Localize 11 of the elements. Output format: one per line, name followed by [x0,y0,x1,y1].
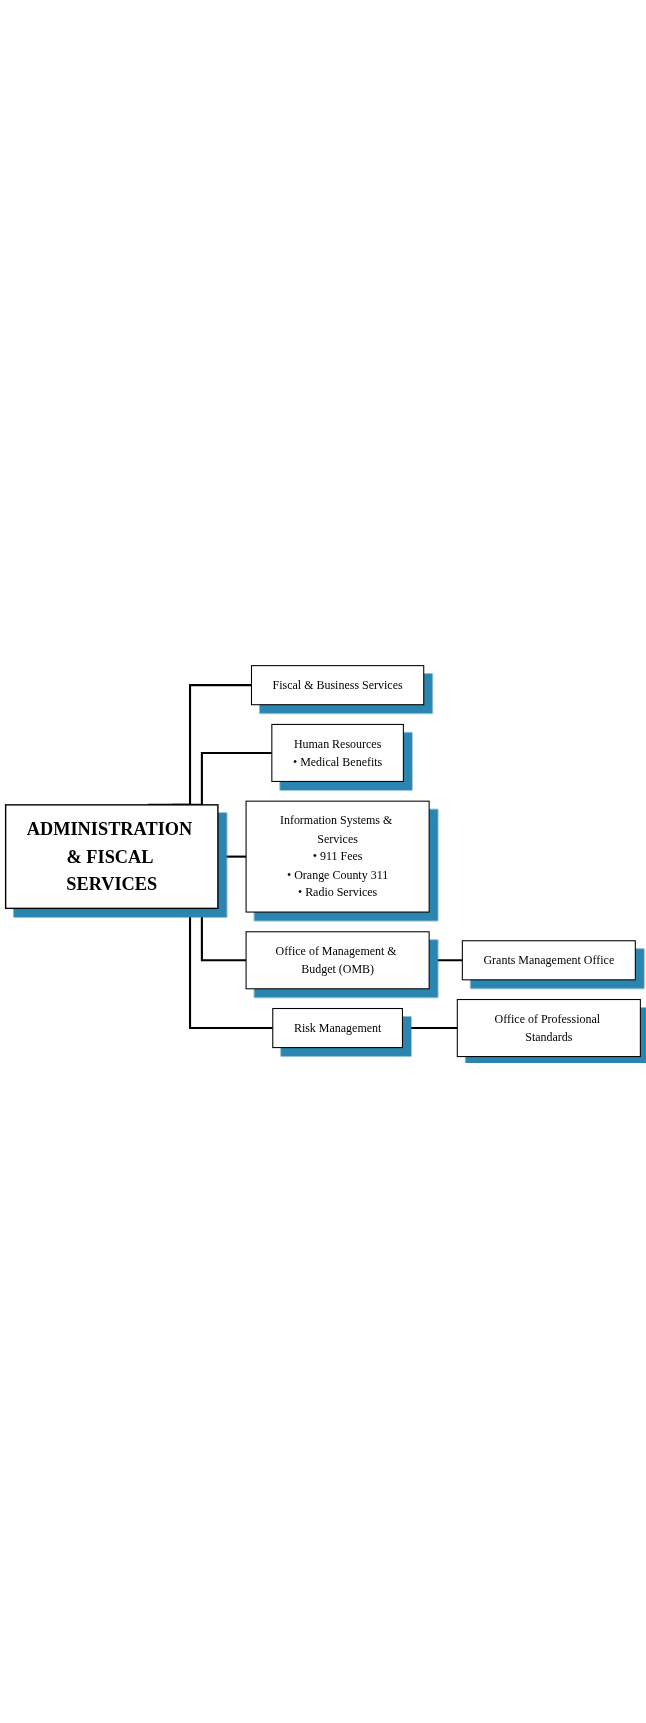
connector [217,855,247,859]
node-box: ADMINISTRATION & FISCAL SERVICES [4,804,219,910]
node-box: Human Resources • Medical Benefits [271,724,404,783]
node-box: Office of Professional Standards [456,999,641,1058]
node-box: Information Systems & Services • 911 Fees • Orange County 311 • Radio Services [245,801,430,913]
connector [429,959,463,962]
node-box: Fiscal & Business Services [250,665,425,706]
node-box: Grants Management Office [461,940,636,981]
connector [402,1027,458,1030]
node-box: Risk Management [272,1008,403,1049]
node-box: Office of Management & Budget (OMB) [245,931,430,990]
